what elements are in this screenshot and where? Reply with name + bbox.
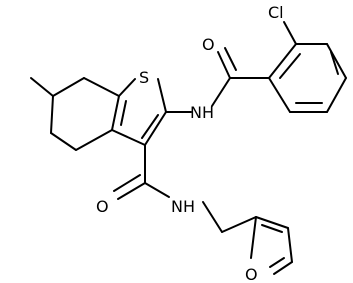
bond-co-1b: [224, 47, 237, 71]
bond-benzene-6: [268, 43, 297, 79]
bond-ch2-furan: [221, 216, 257, 233]
bond-benzene-5: [268, 77, 291, 113]
bond-benzene-3: [326, 77, 347, 113]
bond-c5-c4: [50, 132, 77, 151]
bond-c3-c3a: [111, 129, 146, 146]
bond-c-cl: [283, 21, 297, 45]
bond-c6-c5: [50, 95, 54, 134]
atom-label-o-carbonyl-2: O: [96, 197, 109, 216]
atom-labels: Cl O S NH O NH O: [96, 3, 284, 283]
bond-c2-c3: [144, 111, 167, 146]
atom-label-cl: Cl: [268, 3, 284, 22]
bond-furan-c3-c4: [287, 227, 293, 263]
atom-label-s: S: [139, 68, 149, 87]
atom-label-o-furan: O: [245, 265, 258, 283]
bond-c7a-c7: [83, 77, 120, 97]
bond-benzene-inner-3: [279, 53, 301, 79]
bond-carbonyl-nh1: [211, 77, 231, 107]
bond-carbonyl2-nh2: [144, 182, 170, 198]
bond-nh2-ch2: [202, 201, 223, 233]
bond-c7a-s: [118, 78, 136, 97]
bond-benzene-2: [326, 43, 347, 79]
bond-furan-c2-c3: [255, 216, 289, 229]
bond-co-1a: [217, 51, 231, 79]
bond-co-2b: [113, 174, 141, 192]
bond-furan-inner-2: [269, 257, 285, 268]
bond-s-c2: [157, 78, 167, 113]
bond-c7-c6: [52, 77, 85, 97]
bond-furan-c4-c5: [273, 261, 293, 275]
atom-label-nh-1: NH: [190, 103, 214, 122]
atom-label-o-carbonyl-1: O: [202, 35, 215, 54]
bond-benzene-inner-1: [330, 51, 339, 75]
bond-c4-c3a: [75, 129, 113, 151]
atom-label-nh-2: NH: [171, 197, 195, 216]
bond-c2-c3-inner: [141, 114, 159, 139]
bond-co-2a: [117, 182, 146, 200]
bond-furan-inner-1: [261, 224, 283, 233]
bonds: [30, 21, 347, 275]
bond-c3a-c7a: [111, 95, 120, 131]
bond-c6-methyl: [30, 77, 54, 97]
bond-c3a-c7a-inner: [120, 100, 127, 126]
bond-furan-o-c2: [250, 216, 257, 259]
